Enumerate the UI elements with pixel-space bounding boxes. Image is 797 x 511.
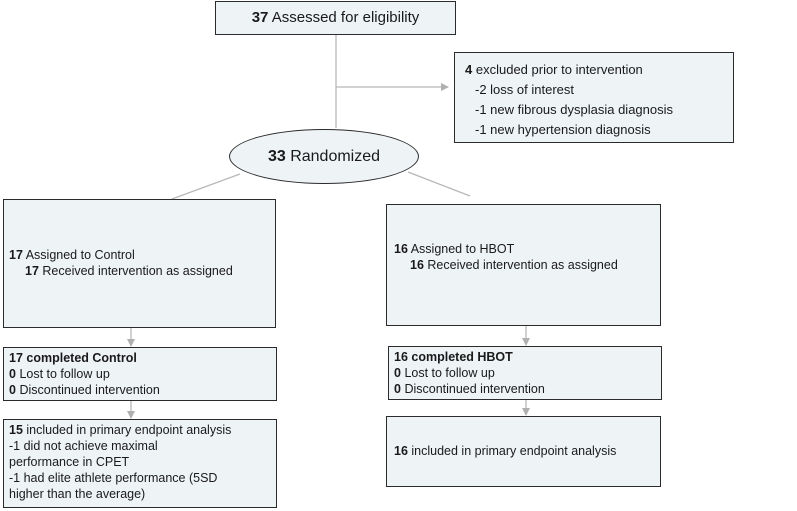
assessed-box: 37 Assessed for eligibility — [215, 1, 456, 35]
randomized-ellipse: 33 Randomized — [229, 129, 419, 184]
hbot-completed-box: 16 completed HBOT 0 Lost to follow up 0 … — [388, 346, 662, 400]
randomized-to-control-line — [171, 173, 241, 200]
exclusion-reason: -1 new hypertension diagnosis — [475, 122, 651, 137]
hbot-assigned-box: 16 Assigned to HBOT 16 Received interven… — [386, 204, 661, 326]
hbot-analysis-box: 16 included in primary endpoint analysis — [386, 416, 661, 487]
analysis-note: -1 did not achieve maximal — [9, 439, 158, 453]
randomized-to-hbot-line — [407, 171, 471, 197]
exclusion-reason: -1 new fibrous dysplasia diagnosis — [475, 102, 673, 117]
exclusion-reason: -2 loss of interest — [475, 82, 574, 97]
analysis-note: higher than the average) — [9, 487, 146, 501]
analysis-note: performance in CPET — [9, 455, 130, 469]
control-completed-box: 17 completed Control 0 Lost to follow up… — [3, 347, 277, 401]
control-assigned-box: 17 Assigned to Control 17 Received inter… — [3, 199, 276, 328]
excluded-box: 4 excluded prior to intervention -2 loss… — [454, 52, 734, 143]
analysis-note: -1 had elite athlete performance (5SD — [9, 471, 218, 485]
control-analysis-box: 15 included in primary endpoint analysis… — [3, 419, 277, 508]
